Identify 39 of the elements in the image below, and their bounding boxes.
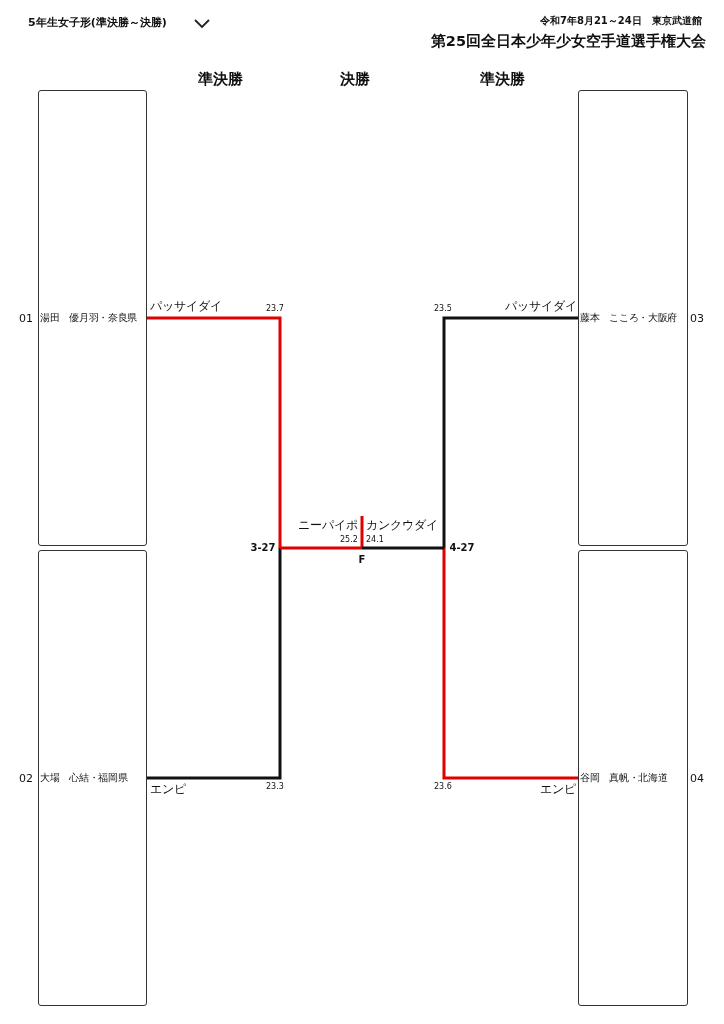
score-text: 23.7 xyxy=(266,305,284,313)
seed-number: 02 xyxy=(19,773,33,784)
player-name: 湯田 優月羽・奈良県 xyxy=(40,313,137,324)
player-box xyxy=(38,550,147,1006)
date-venue-text: 令和7年8月21～24日 東京武道館 xyxy=(540,16,702,26)
score-text: 25.2 xyxy=(340,536,358,544)
seed-number: 04 xyxy=(690,773,704,784)
kata-name: パッサイダイ xyxy=(505,300,577,312)
player-name: 藤本 こころ・大阪府 xyxy=(580,313,677,324)
bracket-line xyxy=(442,548,578,780)
subtitle-text: 5年生女子形(準決勝～決勝) xyxy=(28,17,167,28)
match-number: F xyxy=(357,549,367,565)
player-box xyxy=(38,90,147,546)
match-number: 3-27 xyxy=(248,541,278,554)
kata-name: パッサイダイ xyxy=(150,300,222,312)
player-box xyxy=(578,550,688,1006)
bracket-line xyxy=(280,546,364,550)
round-heading: 決勝 xyxy=(340,72,370,87)
match-number: 4-27 xyxy=(447,541,477,554)
round-heading: 準決勝 xyxy=(198,72,243,87)
kata-name: エンピ xyxy=(150,783,186,795)
kata-name: カンクウダイ xyxy=(366,519,438,531)
kata-name: エンピ xyxy=(540,783,576,795)
bracket-line xyxy=(147,548,282,780)
tournament-title: 第25回全日本少年少女空手道選手権大会 xyxy=(430,34,706,49)
seed-number: 03 xyxy=(690,313,704,324)
score-text: 24.1 xyxy=(366,536,384,544)
player-name: 谷岡 真帆・北海道 xyxy=(580,773,668,784)
bracket-line xyxy=(147,316,282,548)
bracket-line xyxy=(360,546,444,550)
kata-name: ニーパイポ xyxy=(298,519,358,531)
seed-number: 01 xyxy=(19,313,33,324)
bracket-line xyxy=(442,316,578,548)
player-name: 大場 心結・福岡県 xyxy=(40,773,128,784)
score-text: 23.5 xyxy=(434,305,452,313)
round-heading: 準決勝 xyxy=(480,72,525,87)
score-text: 23.6 xyxy=(434,783,452,791)
player-box xyxy=(578,90,688,546)
score-text: 23.3 xyxy=(266,783,284,791)
